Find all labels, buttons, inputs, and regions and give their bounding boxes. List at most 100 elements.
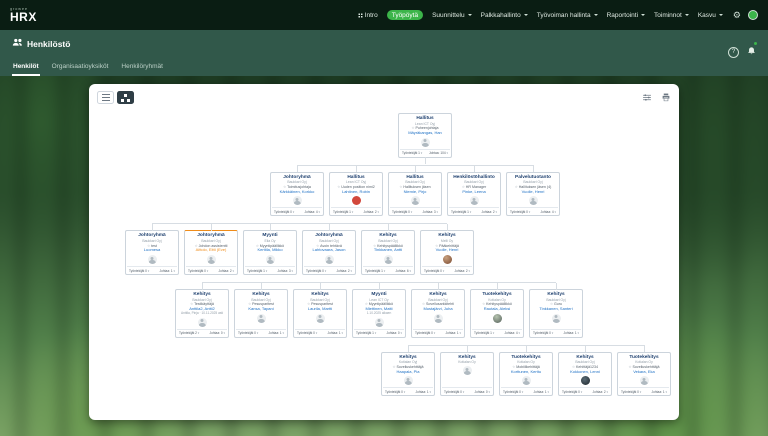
person-link[interactable]: Vekara, Eka <box>633 368 655 374</box>
person-link[interactable]: Korttunen, Kerttu <box>510 368 542 374</box>
reports-count[interactable]: Johtaa: 3 <box>423 210 438 214</box>
person-link[interactable]: Lahtinen, Robin <box>341 188 371 194</box>
employees-count[interactable]: Työntekijät 0 <box>274 210 294 214</box>
employees-count[interactable]: Työntekijät 0 <box>297 331 317 335</box>
reports-count[interactable]: Johtaa: 1 <box>564 331 579 335</box>
employees-count[interactable]: Työntekijät 0 <box>392 210 412 214</box>
reports-count[interactable]: Johtaa: 2 <box>482 210 497 214</box>
employees-count[interactable]: Työntekijät 0 <box>503 390 523 394</box>
nav-item-tyovoiman-hallinta[interactable]: Työvoiman hallinta <box>537 12 598 19</box>
reports-count[interactable]: Johtaa: 1 <box>328 331 343 335</box>
bell-icon[interactable] <box>747 42 757 61</box>
brand-logo[interactable]: growee HRX <box>10 7 37 24</box>
person-link[interactable]: Kärkkäinen, Korkko <box>279 188 315 194</box>
employees-count[interactable]: Työntekijät 0 <box>424 269 444 273</box>
reports-count[interactable]: Johtaa: 2 <box>364 210 379 214</box>
person-link[interactable]: Kansa, Tapani <box>248 306 274 312</box>
nav-item-raportointi[interactable]: Raportointi <box>607 12 646 19</box>
person-link[interactable]: Niemie, Pirjo <box>403 188 427 194</box>
person-link[interactable]: Mustajärvi, Juha <box>423 306 453 312</box>
org-chart-view-button[interactable] <box>117 91 134 104</box>
nav-item-kasvu[interactable]: Kasvu <box>698 12 723 19</box>
person-link[interactable]: Lahtovaara, Jason <box>312 247 346 253</box>
employees-count[interactable]: Työntekijät 1 <box>365 269 385 273</box>
reports-count[interactable]: Johtaa: 6 <box>396 269 411 273</box>
reports-count[interactable]: Johtaa: 1 <box>534 390 549 394</box>
reports-count[interactable]: Johtaa: 104 <box>429 151 448 155</box>
list-view-button[interactable] <box>97 91 114 104</box>
nav-item-suunnittelu[interactable]: Suunnittelu <box>432 12 472 19</box>
reports-count[interactable]: Johtaa: 2 <box>337 269 352 273</box>
nav-item-intro[interactable]: Intro <box>357 12 378 19</box>
reports-count[interactable]: Johtaa: 2 <box>593 390 608 394</box>
employees-count[interactable]: Työntekijät 0 <box>238 331 258 335</box>
employees-count[interactable]: Työntekijät 1 <box>474 331 494 335</box>
nav-item-tyopoyta[interactable]: Työpöytä <box>386 10 424 20</box>
tab-henkiloryhmat[interactable]: Henkilöryhmät <box>121 63 163 70</box>
employees-count[interactable]: Työntekijät 1 <box>402 151 422 155</box>
person-link[interactable]: Aittolo, Eitti (Eve) <box>195 247 227 253</box>
person-link[interactable]: Laurila, Martti <box>307 306 333 312</box>
gear-icon[interactable]: ⚙ <box>732 9 741 20</box>
reports-count[interactable]: Johtaa: 1 <box>269 331 284 335</box>
help-icon[interactable]: ? <box>728 46 739 58</box>
employees-count[interactable]: Työntekijät 0 <box>562 390 582 394</box>
print-icon[interactable] <box>661 93 671 102</box>
reports-count[interactable]: Johtaa: 0 <box>387 331 402 335</box>
reports-count[interactable]: Johtaa: 4 <box>305 210 320 214</box>
person-link[interactable]: Miettinen, Matti <box>365 306 393 312</box>
person-link[interactable]: Luomesa <box>143 247 161 253</box>
reports-count[interactable]: Johtaa: 2 <box>219 269 234 273</box>
employees-count[interactable]: Työntekijät 0 <box>129 269 149 273</box>
nav-item-toiminnot[interactable]: Toiminnot <box>654 12 689 19</box>
reports-count[interactable]: Johtaa: 4 <box>505 331 520 335</box>
user-avatar[interactable] <box>748 10 758 20</box>
nav-item-palkkahallinto[interactable]: Palkkahallinto <box>481 12 528 19</box>
employees-count[interactable]: Työntekijät 0 <box>444 390 464 394</box>
employees-count[interactable]: Työntekijät 0 <box>533 331 553 335</box>
person-link[interactable]: Tinkkanen, Antti <box>373 247 403 253</box>
employees-count[interactable]: Työntekijät 0 <box>510 210 530 214</box>
person-link[interactable]: Vuolle, Henri <box>435 247 459 253</box>
person-link[interactable]: Anttila2, Antti2 <box>189 306 215 312</box>
person-link[interactable]: Rautala, Aleksi <box>483 306 511 312</box>
employees-count[interactable]: Työntekijät 2 <box>179 331 199 335</box>
person-link[interactable]: Tinkkanen, Santeri <box>539 306 573 312</box>
person-link[interactable]: Pinke, Leena <box>462 188 486 194</box>
employees-count[interactable]: Työntekijät 0 <box>188 269 208 273</box>
reports-count[interactable]: Johtaa: 1 <box>446 331 461 335</box>
person-link[interactable]: Kerttila, Mikko <box>257 247 283 253</box>
employees-count[interactable]: Työntekijät 1 <box>333 210 353 214</box>
employees-count[interactable]: Työntekijät 0 <box>415 331 435 335</box>
person-link[interactable]: Haapala, Pia <box>396 368 420 374</box>
reports-count[interactable]: Johtaa: 1 <box>652 390 667 394</box>
reports-count[interactable]: Johtaa: 1 <box>416 390 431 394</box>
employees-count[interactable]: Työntekijät 0 <box>385 390 405 394</box>
person-link[interactable]: Vuolle, Henri <box>521 188 545 194</box>
reports-count[interactable]: Johtaa: 1 <box>160 269 175 273</box>
employees-count[interactable]: Työntekijät 1 <box>247 269 267 273</box>
reports-count[interactable]: Johtaa: 0 <box>210 331 225 335</box>
